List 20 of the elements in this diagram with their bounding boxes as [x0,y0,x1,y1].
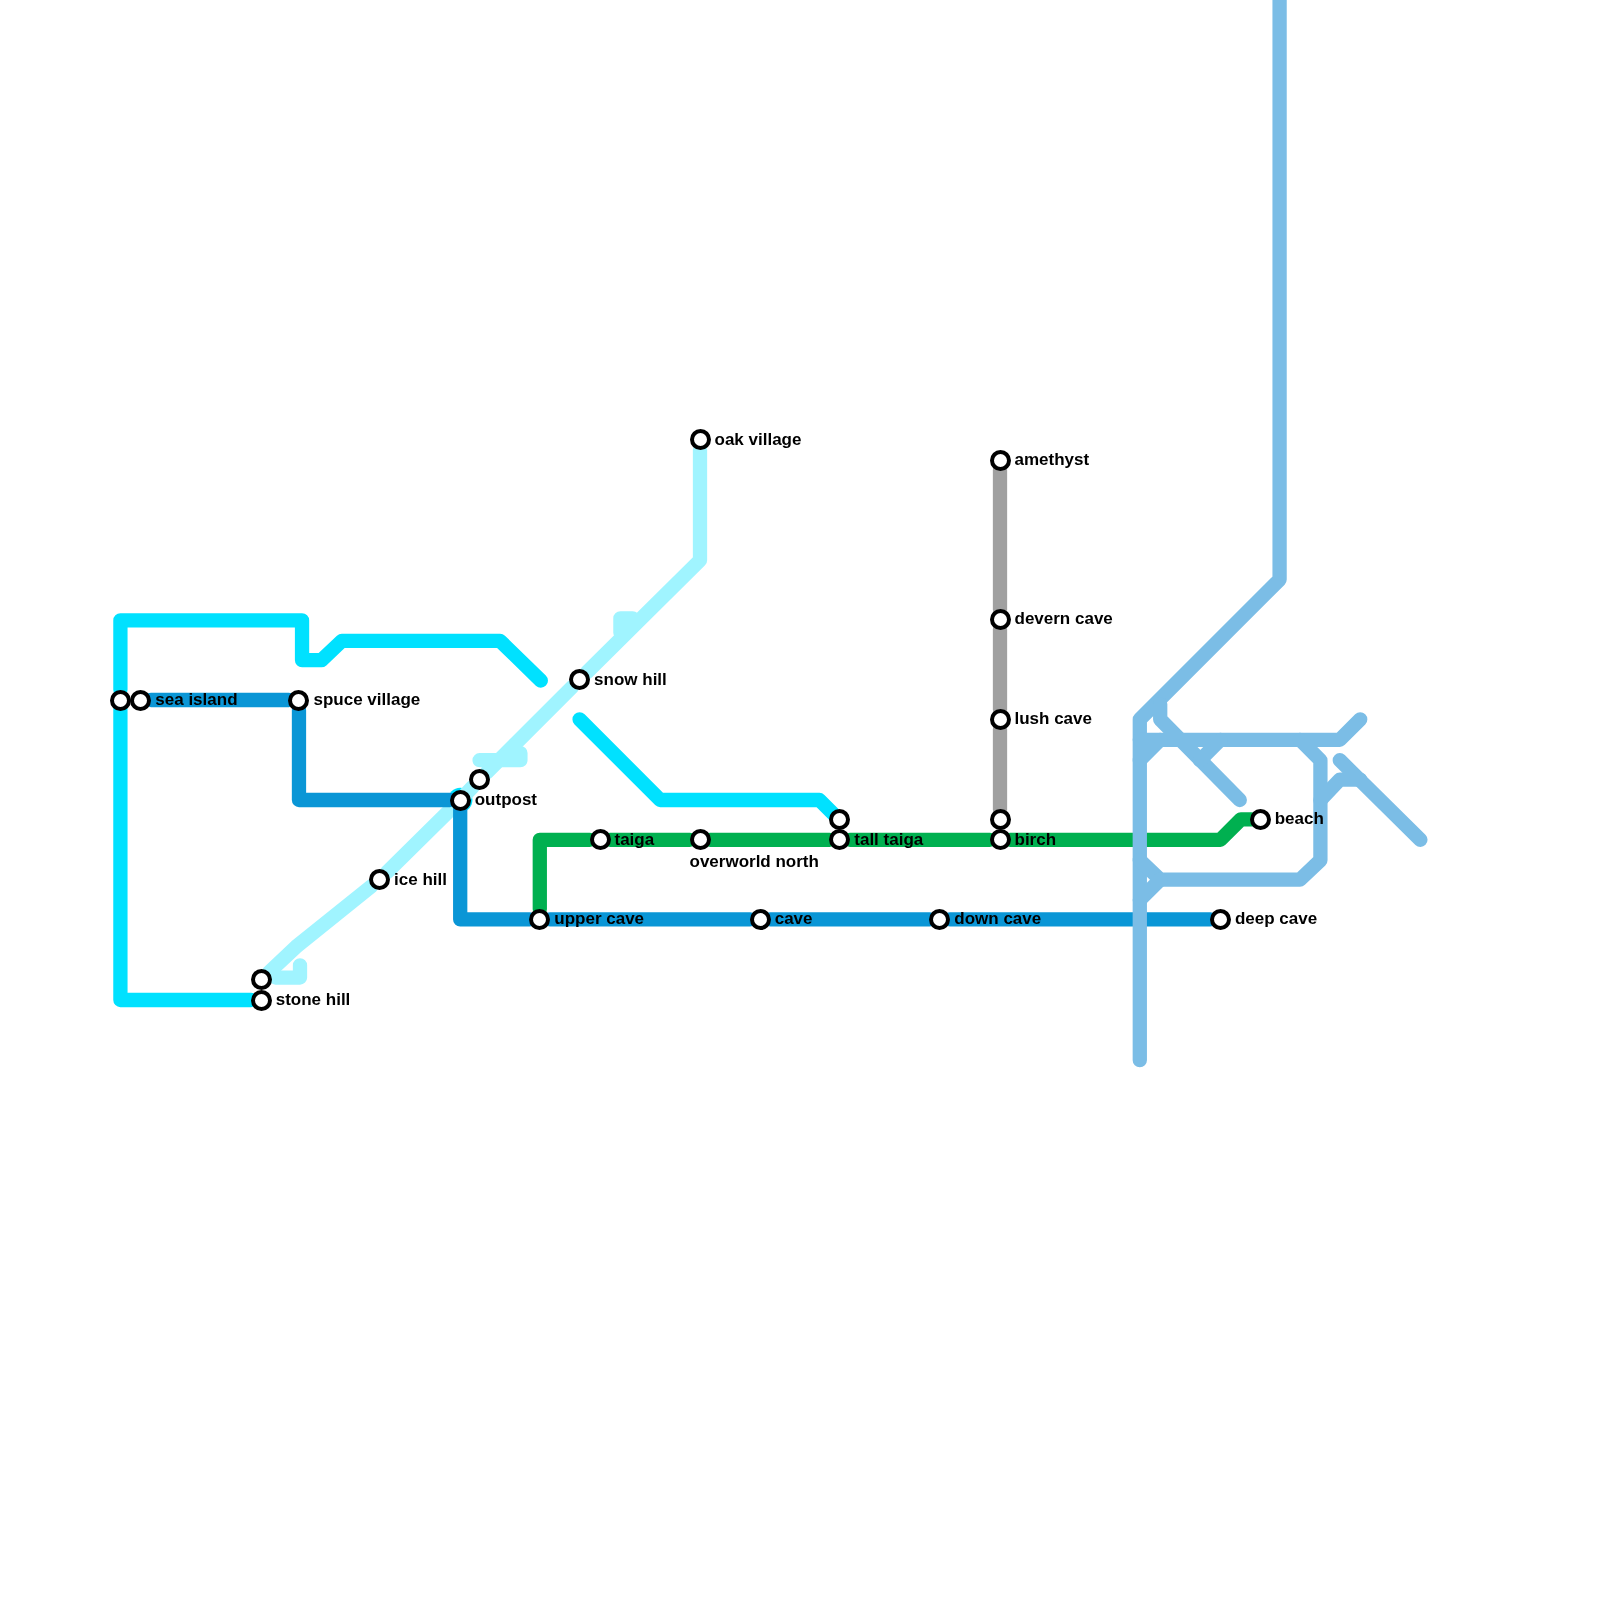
station-name: lush cave [1014,709,1092,730]
station-name: overworld north [689,852,819,873]
station-name: spuce village [313,690,421,710]
station-name: taiga [614,829,655,850]
station-name: stone hill [275,990,351,1010]
station-name: beach [1274,809,1324,830]
station-name: birch [1014,829,1057,850]
station-name: sea island [155,690,238,710]
station-name: upper cave [554,909,645,930]
station-name: devern cave [1014,609,1113,630]
metro-line [479,679,580,780]
station-name: oak village [714,429,802,450]
station-name: cave [774,909,813,930]
station-name: snow hill [594,669,667,690]
station-name: down cave [954,909,1042,930]
station-name: outpost [474,790,538,810]
station-name: tall taiga [854,829,924,850]
station-name: amethyst [1014,450,1090,471]
station-name: deep cave [1234,909,1318,930]
station-name: ice hill [394,869,447,890]
